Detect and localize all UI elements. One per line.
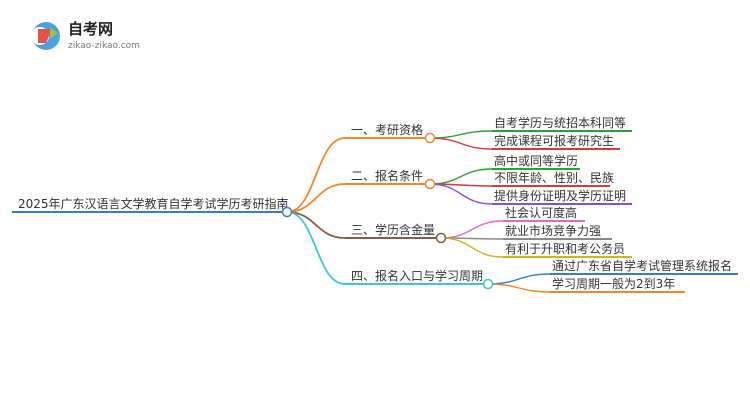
edge-branch-4-child-2 <box>487 283 551 293</box>
edge-branch-2-child-1 <box>429 168 493 185</box>
branch-4-child-1-label: 通过广东省自学考试管理系统报名 <box>552 258 732 273</box>
edge-branch-4-child-1 <box>487 273 551 285</box>
branch-1-child-2-label: 完成课程可报考研究生 <box>494 133 614 148</box>
branch-3-child-3-label: 有利于升职和考公务员 <box>505 241 625 256</box>
edge-branch-3-child-3 <box>440 237 504 258</box>
branch-1-child-1-label: 自考学历与统招本科同等 <box>494 115 626 130</box>
branch-2-label: 二、报名条件 <box>351 168 423 183</box>
branch-2-child-3-label: 提供身份证明及学历证明 <box>494 188 626 203</box>
edge-branch-1-child-1 <box>429 130 493 139</box>
branch-3-child-2-label: 就业市场竞争力强 <box>505 223 601 238</box>
logo: 自考网 zikao-zikao.com <box>31 20 140 51</box>
branch-1-knob <box>424 132 436 144</box>
root-node-label: 2025年广东汉语言文学教育自学考试学历考研指南 <box>18 196 289 211</box>
branch-4-label: 四、报名入口与学习周期 <box>351 268 483 283</box>
logo-icon <box>31 22 60 50</box>
edge-branch-2-child-3 <box>429 183 493 205</box>
edge-branch-3-child-1 <box>440 220 504 239</box>
branch-2-child-2-label: 不限年龄、性别、民族 <box>494 171 614 185</box>
branch-1-label: 一、考研资格 <box>351 122 423 137</box>
root-knob <box>281 206 293 218</box>
branch-2-child-1-label: 高中或同等学历 <box>494 153 578 168</box>
branch-3-label: 三、学历含金量 <box>351 222 435 237</box>
edges <box>286 130 551 293</box>
nodes: 2025年广东汉语言文学教育自学考试学历考研指南 一、考研资格 自考学历与统招本科同… <box>12 115 738 293</box>
edge-root-branch-2 <box>286 183 346 213</box>
branch-3-knob <box>435 232 447 244</box>
edge-branch-1-child-2 <box>429 137 493 150</box>
branch-4-knob <box>482 278 494 290</box>
branch-4-child-2-label: 学习周期一般为2到3年 <box>552 276 675 291</box>
branch-3-child-1-label: 社会认可度高 <box>505 205 577 220</box>
logo-title: 自考网 <box>68 20 113 38</box>
edge-root-branch-4 <box>286 211 346 285</box>
edge-root-branch-1 <box>286 137 346 213</box>
logo-subtitle: zikao-zikao.com <box>68 41 140 51</box>
branch-2-knob <box>424 178 436 190</box>
edge-root-branch-3 <box>286 211 346 239</box>
